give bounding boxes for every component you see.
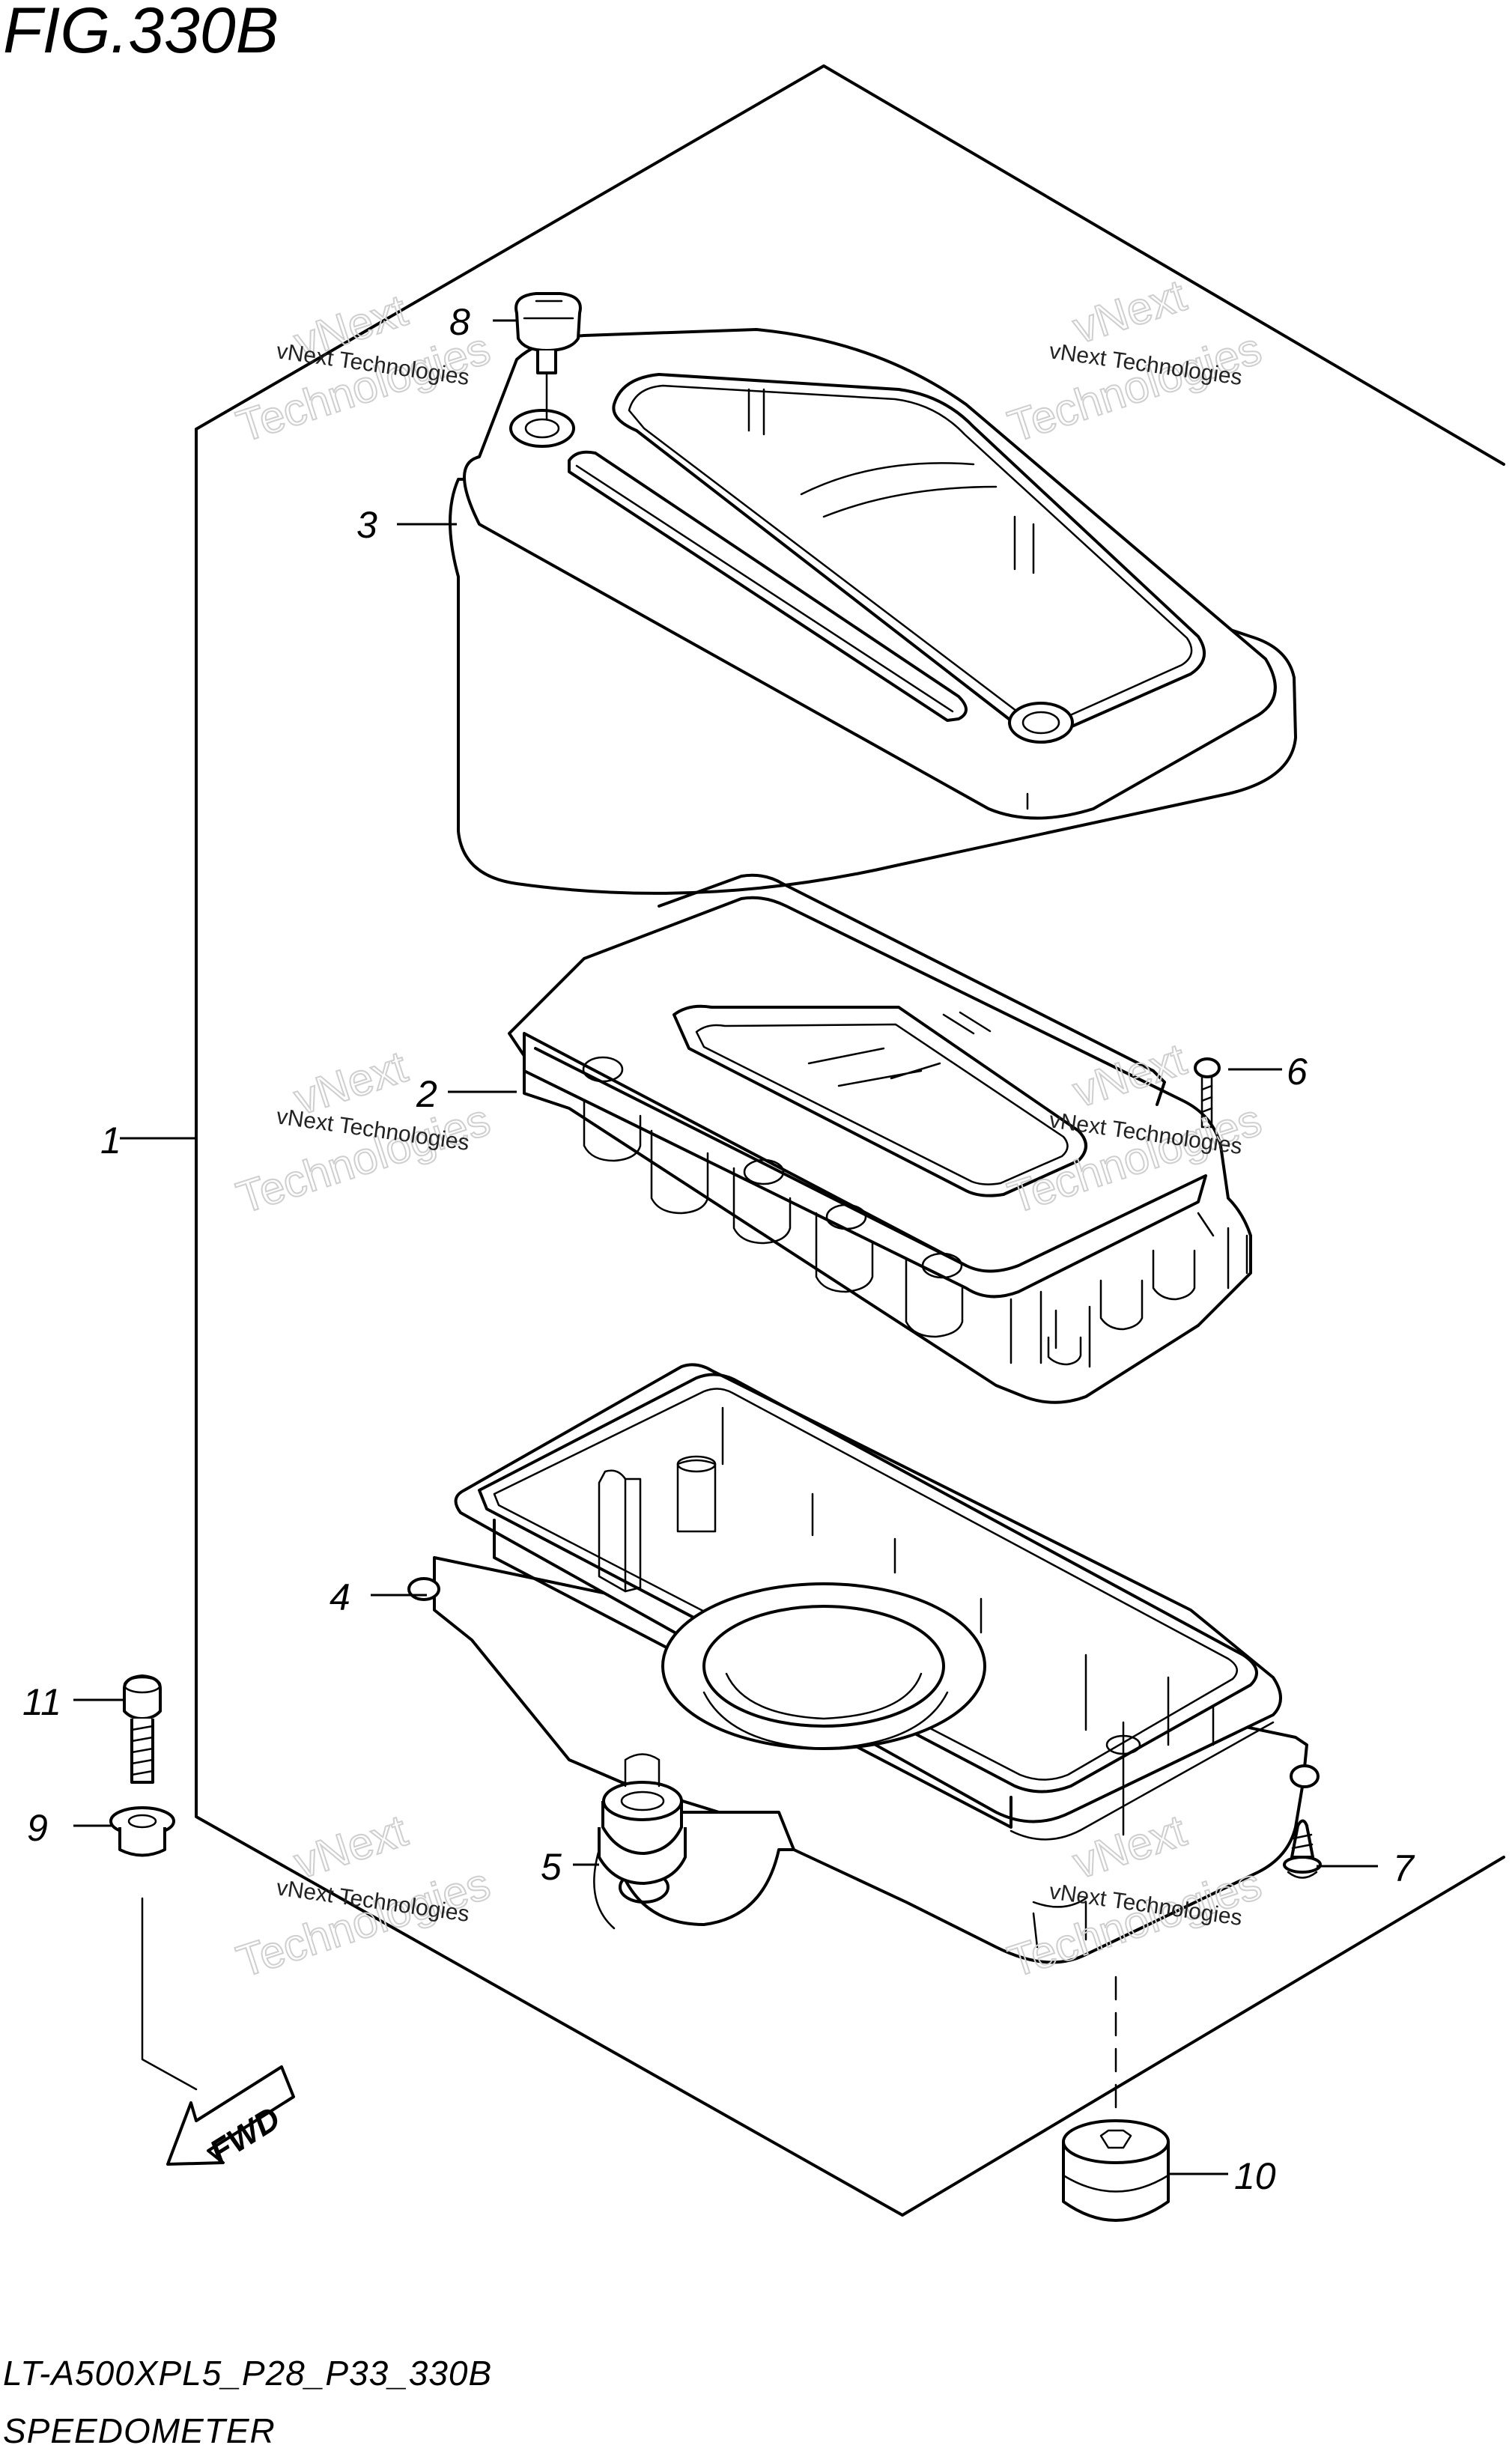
svg-text:vNext: vNext (1067, 270, 1192, 353)
callout-7: 7 (1393, 1847, 1415, 1889)
callout-10: 10 (1234, 2155, 1276, 2197)
callout-4: 4 (330, 1576, 350, 1618)
bolt-11-part (123, 1674, 162, 1784)
watermark-mid-left: vNext Technologies vNext Technologies (230, 1040, 497, 1224)
washer-9-part (109, 1806, 175, 1857)
callout-1: 1 (100, 1120, 121, 1161)
figure-title: FIG.330B (3, 0, 279, 67)
callout-3: 3 (356, 504, 377, 546)
screw-8-part (514, 292, 582, 421)
watermark-top-right: vNext Technologies vNext Technologies (1001, 269, 1268, 452)
callout-2: 2 (416, 1073, 437, 1115)
footer-section-title: SPEEDOMETER (3, 2411, 276, 2450)
meter-unit-part (508, 873, 1252, 1404)
cap-10-part (1062, 2119, 1170, 2222)
screw-6-part (1194, 1057, 1221, 1129)
svg-text:Technologies: Technologies (231, 1094, 496, 1223)
upper-case-part (449, 328, 1297, 895)
callout-11: 11 (22, 1681, 61, 1723)
watermark-bottom-left: vNext Technologies vNext Technologies (230, 1804, 497, 1987)
screw-7-part (1283, 1819, 1322, 1879)
callout-labels: 8 3 2 1 6 4 11 9 5 7 10 (22, 301, 1415, 2197)
grommet-5-part (598, 1753, 687, 1885)
fwd-direction-arrow: FWD (166, 2065, 295, 2171)
leader-lines (73, 319, 1378, 2175)
callout-9: 9 (27, 1807, 48, 1849)
callout-8: 8 (449, 301, 470, 343)
svg-text:vNext: vNext (288, 1805, 413, 1888)
dashed-line-bolt-11 (141, 1897, 198, 2091)
footer-model-code: LT-A500XPL5_P28_P33_330B (3, 2354, 492, 2393)
callout-5: 5 (541, 1846, 562, 1888)
assembly-outline (195, 64, 1505, 2217)
callout-6: 6 (1287, 1051, 1308, 1093)
